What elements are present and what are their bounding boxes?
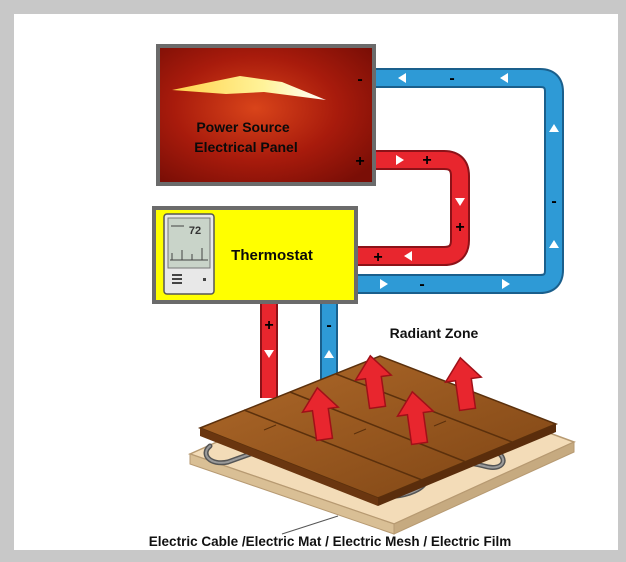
panel-label-line2: Electrical Panel — [194, 139, 298, 155]
flow-arrow-icon — [549, 124, 559, 132]
power-source-panel: Power Source Electrical Panel - + — [156, 44, 376, 186]
flow-arrow-icon — [455, 198, 465, 206]
panel-label-line1: Power Source — [196, 119, 290, 135]
positive-wire-pipe — [260, 150, 470, 398]
flow-arrow-icon — [500, 73, 508, 83]
heat-arrow-icon — [301, 386, 340, 442]
panel-minus-terminal: - — [357, 71, 362, 88]
flow-arrow-icon — [549, 240, 559, 248]
minus-sign-icon: - — [551, 193, 556, 210]
plus-sign-icon: + — [373, 249, 382, 266]
minus-sign-icon: - — [326, 317, 331, 334]
heat-arrow-icon — [444, 356, 483, 412]
plus-sign-icon: + — [455, 219, 464, 236]
flow-arrow-icon — [398, 73, 406, 83]
flow-arrow-icon — [396, 155, 404, 165]
radiant-heating-diagram: - - - + + + + - Power Source Electrical … — [149, 44, 576, 549]
radiant-zone-label: Radiant Zone — [390, 325, 479, 341]
caption-label: Electric Cable /Electric Mat / Electric … — [149, 534, 511, 549]
thermostat-label: Thermostat — [231, 247, 313, 264]
svg-text:72: 72 — [189, 225, 201, 237]
flow-arrow-icon — [380, 279, 388, 289]
flow-arrow-icon — [404, 251, 412, 261]
minus-sign-icon: - — [419, 276, 424, 293]
thermostat-device-icon: 72 — [163, 213, 215, 295]
heat-arrow-icon — [354, 354, 393, 410]
caption-leader-line — [281, 515, 339, 535]
plus-sign-icon: + — [422, 152, 431, 169]
flow-arrow-icon — [264, 350, 274, 358]
lightning-icon — [172, 76, 326, 100]
flow-arrow-icon — [502, 279, 510, 289]
thermostat-box: 72 Thermostat — [152, 206, 358, 304]
plus-sign-icon: + — [264, 317, 273, 334]
diagram-canvas: - - - + + + + - Power Source Electrical … — [14, 14, 618, 550]
minus-sign-icon: - — [449, 70, 454, 87]
panel-plus-terminal: + — [355, 153, 364, 170]
flow-arrow-icon — [324, 350, 334, 358]
flow-markers: - - - + + + + - — [264, 70, 559, 358]
heat-arrows — [301, 354, 483, 446]
heat-arrow-icon — [396, 390, 435, 446]
